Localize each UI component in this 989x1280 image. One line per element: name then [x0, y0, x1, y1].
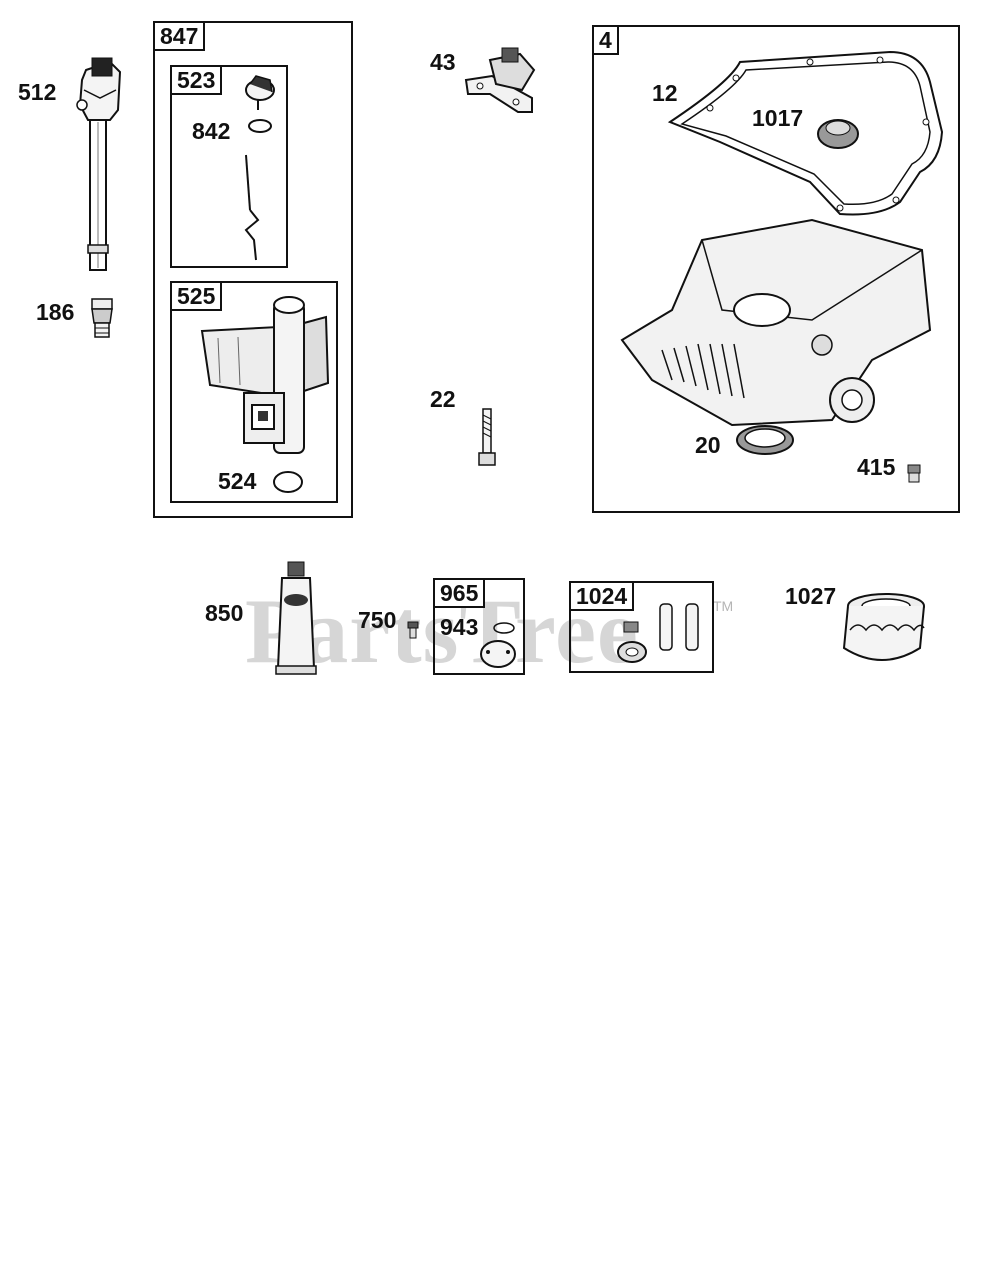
part-number-524: 524 — [218, 468, 257, 494]
o-ring-524-drawing — [273, 471, 303, 493]
part-number-415: 415 — [857, 454, 896, 480]
kit-965-box: 965 — [433, 578, 525, 675]
kit-1024-box: 1024 — [569, 581, 714, 673]
part-number-1027: 1027 — [785, 583, 837, 609]
sump-drawing — [620, 218, 932, 427]
kit-847-box: 847 — [153, 21, 353, 518]
plug-415-drawing — [907, 464, 921, 483]
pump-kit-1024-drawing — [617, 603, 699, 663]
kit-525-box: 525 — [170, 281, 338, 503]
bracket-43-drawing — [464, 47, 536, 113]
part-number-12: 12 — [652, 80, 678, 106]
part-number-186: 186 — [36, 299, 75, 325]
dipstick-drawing — [244, 75, 275, 261]
trademark-mark: TM — [713, 598, 734, 614]
kit-1024-tag: 1024 — [569, 581, 635, 611]
seal-kit-943-drawing — [480, 622, 516, 668]
screw-750-drawing — [407, 621, 419, 639]
sealant-tube-drawing — [275, 561, 317, 675]
part-number-842: 842 — [192, 118, 231, 144]
kit-523-box: 523 — [170, 65, 288, 268]
kit-4-box: 4 — [592, 25, 960, 513]
kit-523-tag: 523 — [170, 65, 223, 95]
tube-fitting-drawing — [91, 298, 113, 338]
part-number-850: 850 — [205, 600, 244, 626]
oil-filter-1027-drawing — [842, 593, 925, 661]
part-number-43: 43 — [430, 49, 456, 75]
dipstick-tube-bracket-drawing — [200, 296, 330, 454]
kit-965-tag: 965 — [433, 578, 486, 608]
bolt-22-drawing — [478, 408, 496, 466]
part-number-512: 512 — [18, 79, 57, 105]
kit-4-tag: 4 — [592, 25, 619, 55]
kit-525-tag: 525 — [170, 281, 223, 311]
dipstick-tube-drawing — [76, 57, 122, 271]
sump-gasket-drawing — [667, 50, 944, 216]
part-number-22: 22 — [430, 386, 456, 412]
part-number-750: 750 — [358, 607, 397, 633]
oil-seal-20-drawing — [736, 425, 794, 455]
part-number-1017: 1017 — [752, 105, 804, 131]
part-number-943: 943 — [440, 614, 479, 640]
kit-847-tag: 847 — [153, 21, 206, 51]
part-number-20: 20 — [695, 432, 721, 458]
